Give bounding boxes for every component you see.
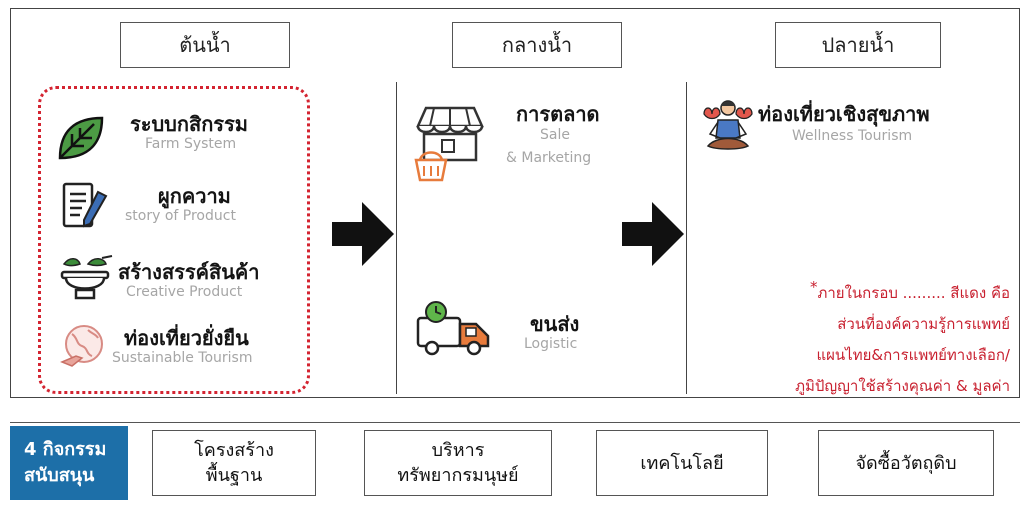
divider-midstream-downstream [686, 82, 687, 394]
item-subtitle: Sustainable Tourism [112, 350, 253, 366]
activity-procurement: จัดซื้อวัตถุดิบ [818, 430, 994, 496]
delivery-truck-icon [414, 300, 494, 364]
item-subtitle: Creative Product [126, 284, 243, 300]
meditation-icon [700, 96, 756, 160]
activity-human-resources: บริหาร ทรัพยากรมนุษย์ [364, 430, 552, 496]
item-subtitle: Farm System [145, 136, 237, 152]
item-subtitle: Logistic [524, 336, 578, 352]
item-title: การตลาด [516, 102, 600, 126]
activity-line-2: พื้นฐาน [205, 465, 263, 486]
note-line-3: แผนไทย&การแพทย์ทางเลือก/ [816, 346, 1010, 364]
stage-midstream: กลางน้ำ [452, 22, 622, 68]
activity-line-1: โครงสร้าง [194, 440, 274, 461]
item-subtitle-line1: Sale [540, 127, 570, 143]
badge-line-2: สนับสนุน [24, 465, 95, 486]
arrow-right-icon [622, 202, 684, 270]
badge-line-1: 4 กิจกรรม [24, 439, 107, 460]
note-line-1: *ภายในกรอบ ......... สีแดง คือ [810, 278, 1010, 302]
stage-downstream: ปลายน้ำ [775, 22, 941, 68]
activity-infrastructure: โครงสร้าง พื้นฐาน [152, 430, 316, 496]
activity-technology: เทคโนโลยี [596, 430, 768, 496]
activity-line-2: ทรัพยากรมนุษย์ [397, 465, 519, 486]
item-subtitle-line2: & Marketing [506, 150, 592, 166]
divider-upstream-midstream [396, 82, 397, 394]
item-title: ขนส่ง [530, 312, 580, 336]
support-activities-badge: 4 กิจกรรม สนับสนุน [10, 426, 128, 500]
activity-line-1: บริหาร [431, 440, 485, 461]
note-line-4: ภูมิปัญญาใช้สร้างคุณค่า & มูลค่า [795, 377, 1010, 395]
note-line-2: ส่วนที่องค์ความรู้การแพทย์ [837, 315, 1010, 333]
stage-upstream: ต้นน้ำ [120, 22, 290, 68]
item-subtitle: story of Product [125, 208, 236, 224]
arrow-right-icon [332, 202, 394, 270]
note-star: * [810, 278, 818, 296]
document-pen-icon [62, 182, 108, 234]
shop-basket-icon [412, 104, 492, 188]
globe-plane-icon [58, 322, 108, 376]
knowledge-highlight-area [38, 86, 310, 394]
leaf-icon [54, 112, 106, 168]
item-title: ผูกความ [158, 184, 231, 208]
item-title: ท่องเที่ยวเชิงสุขภาพ [758, 102, 930, 126]
value-chain-frame [10, 8, 1020, 398]
support-divider [10, 422, 1020, 423]
item-title: ระบบกสิกรรม [130, 112, 248, 136]
mortar-herb-icon [58, 254, 114, 306]
item-title: สร้างสรรค์สินค้า [118, 260, 260, 284]
item-title: ท่องเที่ยวยั่งยืน [124, 326, 249, 350]
item-subtitle: Wellness Tourism [792, 128, 913, 144]
activity-line-1: จัดซื้อวัตถุดิบ [855, 452, 957, 474]
legend-note: *ภายในกรอบ ......... สีแดง คือ ส่วนที่อง… [730, 272, 1010, 402]
activity-line-1: เทคโนโลยี [640, 452, 724, 474]
